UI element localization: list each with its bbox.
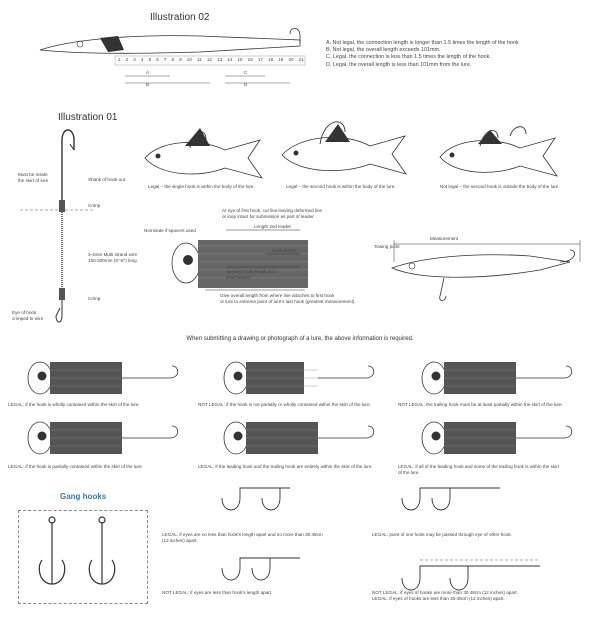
skirt-lure xyxy=(27,361,179,395)
skirt-lure xyxy=(421,421,573,455)
gang-caption-3: NOT LEGAL: if eyes are less than hook's … xyxy=(162,590,273,595)
ruler-mark: 1 xyxy=(118,57,121,62)
dim-c: C xyxy=(244,70,248,75)
ruler-mark: 14 xyxy=(227,57,233,62)
label-overall: Give overall length from where line atta… xyxy=(220,293,356,304)
legend-b: B. Not legal, the overall length exceeds… xyxy=(326,47,441,54)
fish-caption-2: Legal – the second hook is within the bo… xyxy=(286,184,396,189)
label-crimp-1: Crimp xyxy=(88,203,101,208)
dim-a: A xyxy=(146,70,150,75)
label-spacers: Nominate if spacers used xyxy=(144,228,196,233)
legend-d: D. Legal, the overall length is less tha… xyxy=(326,61,472,68)
fish-caption-3: Not legal – the second hook is outside t… xyxy=(440,184,560,189)
label-towing-point: Towing point xyxy=(374,244,400,249)
ruler-mark: 5 xyxy=(148,57,152,62)
ruler-mark: 9 xyxy=(179,57,182,62)
label-cut-line: At eye of first hook, cut line leaving d… xyxy=(222,208,323,219)
gang-hook-frame xyxy=(18,510,148,604)
label-skirt: Must be inside the skirt of lure xyxy=(18,172,49,183)
gang-caption-1: LEGAL: if eyes are no less than hook's l… xyxy=(162,532,323,543)
skirt-lure xyxy=(223,421,375,455)
label-second-hook: Second hook length incl. short leader xyxy=(226,269,277,280)
legend-a: A. Not legal, the connection length is l… xyxy=(326,40,519,46)
lure-caption-6: LEGAL: if all of the leading hook and so… xyxy=(398,464,559,475)
ruler-mark: 21 xyxy=(298,57,304,62)
ruler-mark: 6 xyxy=(156,57,159,62)
illustration-01-title: Illustration 01 xyxy=(58,112,118,123)
label-wire: 3-4mm Multi strand wire 150-200mm (6"-8"… xyxy=(88,252,138,263)
ruler-mark: 8 xyxy=(171,57,175,62)
illustration-02-title: Illustration 02 xyxy=(150,12,210,23)
lure-caption-3: NOT LEGAL: the trailing hook must be at … xyxy=(398,402,563,407)
ruler-mark: 20 xyxy=(288,57,294,62)
label-shank: Shank of hook out xyxy=(88,177,126,182)
gang-hooks-title: Gang hooks xyxy=(60,492,107,501)
ruler-mark: 7 xyxy=(163,57,167,62)
legend-c: C. Legal, the connection is less than 1.… xyxy=(326,54,491,61)
lure-caption-5: LEGAL: if the leading hook and the trail… xyxy=(198,464,373,469)
illustration-02-legend: A. Not legal, the connection length is l… xyxy=(326,40,596,69)
label-crimp-2: Crimp xyxy=(88,296,101,301)
ruler-mark: 4 xyxy=(140,57,144,62)
skirt-lure xyxy=(223,361,375,395)
gang-caption-4: NOT LEGAL: if eyes of hooks are more tha… xyxy=(372,590,518,601)
skirt-lure xyxy=(27,421,179,455)
label-measurement: Measurement xyxy=(430,236,459,241)
ruler-mark: 3 xyxy=(133,57,136,62)
ruler-mark: 15 xyxy=(237,57,243,62)
label-hook-length: Hook length xyxy=(272,248,297,253)
ruler-mark: 16 xyxy=(247,57,253,62)
fish-caption-1: Legal – the single hook is within the bo… xyxy=(148,184,255,189)
label-eye: Eye of hook crimped to wire xyxy=(12,310,44,321)
skirt-lure xyxy=(421,361,573,395)
gang-caption-2: LEGAL: point of one hook may be passed t… xyxy=(372,532,512,537)
label-length-2nd: Length 2nd leader xyxy=(254,224,292,229)
dim-d: D xyxy=(244,82,248,87)
ruler-mark: 18 xyxy=(268,57,274,62)
ruler-mark: 13 xyxy=(217,57,223,62)
ruler-mark: 2 xyxy=(125,57,129,62)
lure-caption-2: NOT LEGAL: if the hook is not partially … xyxy=(198,402,371,407)
dim-b: B xyxy=(146,82,150,87)
ruler-mark: 19 xyxy=(278,57,284,62)
lure-caption-4: LEGAL: if the hook is partially containe… xyxy=(8,464,143,469)
submission-caption: When submitting a drawing or photograph … xyxy=(186,336,414,342)
ruler-mark: 10 xyxy=(186,57,192,62)
ruler-mark: 11 xyxy=(196,57,202,62)
ruler-mark: 12 xyxy=(206,57,212,62)
lure-caption-1: LEGAL: if the hook is wholly contained w… xyxy=(8,402,140,407)
ruler-mark: 17 xyxy=(257,57,263,62)
